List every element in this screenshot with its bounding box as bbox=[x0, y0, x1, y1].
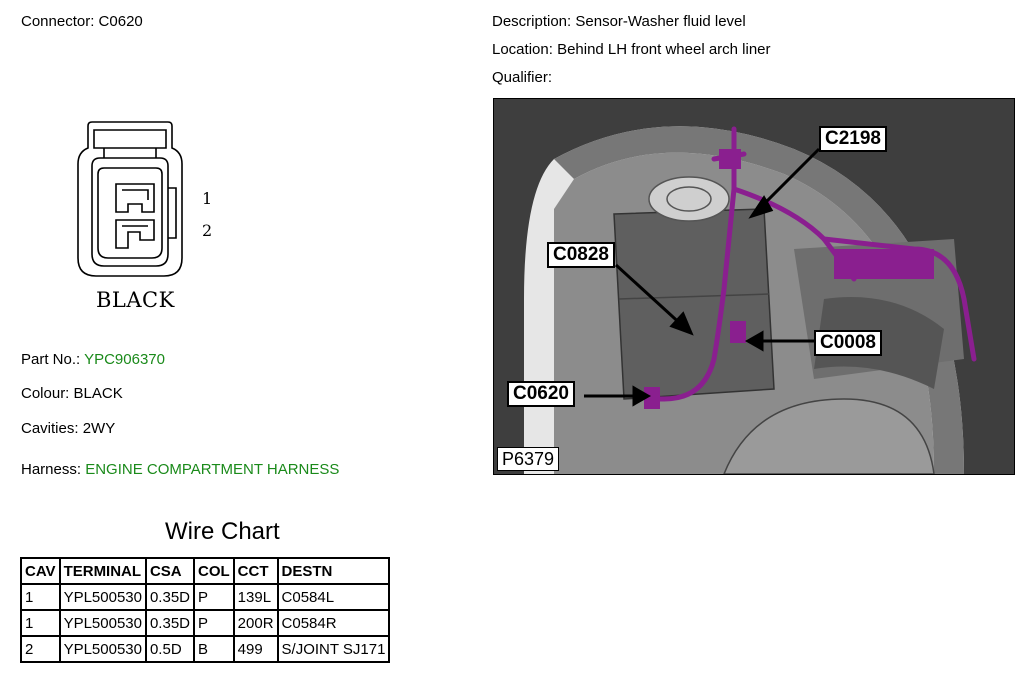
engine-bay-illustration bbox=[494, 99, 1014, 474]
cell-col: B bbox=[193, 635, 235, 663]
qualifier-label: Qualifier: bbox=[492, 69, 553, 86]
cell-terminal: YPL500530 bbox=[58, 609, 147, 637]
part-number-row: Part No.: YPC906370 bbox=[21, 351, 165, 368]
header-col: COL bbox=[193, 557, 235, 585]
cell-col: P bbox=[193, 609, 235, 637]
pin-2-label: 2 bbox=[202, 221, 212, 240]
cell-csa: 0.5D bbox=[144, 635, 196, 663]
colour-value: BLACK bbox=[73, 385, 123, 402]
colour-label: Colour: bbox=[21, 385, 70, 402]
part-number-label: Part No.: bbox=[21, 351, 81, 368]
callout-c2198: C2198 bbox=[819, 126, 887, 152]
table-row: 2 YPL500530 0.5D B 499 S/JOINT SJ171 bbox=[20, 635, 391, 663]
cell-terminal: YPL500530 bbox=[58, 583, 147, 611]
cell-terminal: YPL500530 bbox=[58, 635, 147, 663]
header-csa: CSA bbox=[144, 557, 196, 585]
header-destn: DESTN bbox=[276, 557, 391, 585]
location-label: Location: bbox=[492, 41, 553, 58]
callout-c0008: C0008 bbox=[814, 330, 882, 356]
colour-row: Colour: BLACK bbox=[21, 385, 123, 402]
callout-c0620: C0620 bbox=[507, 381, 575, 407]
qualifier-row: Qualifier: bbox=[492, 69, 552, 86]
description-label: Description: bbox=[492, 13, 572, 30]
harness-label: Harness: bbox=[21, 461, 82, 478]
pin-1-label: 1 bbox=[202, 189, 212, 208]
location-value: Behind LH front wheel arch liner bbox=[557, 41, 771, 58]
connector-label: Connector: bbox=[21, 13, 95, 30]
wire-chart-table: CAV TERMINAL CSA COL CCT DESTN 1 YPL5005… bbox=[20, 557, 391, 663]
callout-c0828: C0828 bbox=[547, 242, 615, 268]
cell-destn: C0584L bbox=[276, 583, 391, 611]
connector-colour-caption: BLACK bbox=[96, 288, 175, 312]
cavities-row: Cavities: 2WY bbox=[21, 420, 115, 437]
header-terminal: TERMINAL bbox=[58, 557, 147, 585]
harness-row: Harness: ENGINE COMPARTMENT HARNESS bbox=[21, 461, 339, 478]
cell-destn: C0584R bbox=[276, 609, 391, 637]
table-row: 1 YPL500530 0.35D P 200R C0584R bbox=[20, 609, 391, 637]
cell-col: P bbox=[193, 583, 235, 611]
cell-csa: 0.35D bbox=[144, 609, 196, 637]
header-cct: CCT bbox=[232, 557, 279, 585]
connector-face-diagram: 1 2 bbox=[77, 121, 212, 277]
cell-cav: 2 bbox=[20, 635, 61, 663]
cavities-label: Cavities: bbox=[21, 420, 79, 437]
cell-cct: 139L bbox=[232, 583, 279, 611]
cell-cct: 499 bbox=[232, 635, 279, 663]
photo-reference-label: P6379 bbox=[497, 447, 560, 471]
cell-destn: S/JOINT SJ171 bbox=[276, 635, 391, 663]
connector-value: C0620 bbox=[98, 13, 143, 30]
cavities-value: 2WY bbox=[82, 420, 116, 437]
part-number-link[interactable]: YPC906370 bbox=[84, 351, 165, 368]
location-photo: C2198 C0828 C0008 C0620 P6379 bbox=[493, 98, 1015, 475]
description-value: Sensor-Washer fluid level bbox=[575, 13, 746, 30]
description-row: Description: Sensor-Washer fluid level bbox=[492, 13, 746, 30]
wire-chart-header-row: CAV TERMINAL CSA COL CCT DESTN bbox=[20, 557, 391, 585]
connector-heading: Connector: C0620 bbox=[21, 13, 143, 30]
cell-cav: 1 bbox=[20, 583, 61, 611]
table-row: 1 YPL500530 0.35D P 139L C0584L bbox=[20, 583, 391, 611]
harness-link[interactable]: ENGINE COMPARTMENT HARNESS bbox=[85, 461, 340, 478]
header-cav: CAV bbox=[20, 557, 61, 585]
wire-chart-title: Wire Chart bbox=[165, 518, 280, 545]
cell-cct: 200R bbox=[232, 609, 279, 637]
location-row: Location: Behind LH front wheel arch lin… bbox=[492, 41, 771, 58]
cell-csa: 0.35D bbox=[144, 583, 196, 611]
cell-cav: 1 bbox=[20, 609, 61, 637]
